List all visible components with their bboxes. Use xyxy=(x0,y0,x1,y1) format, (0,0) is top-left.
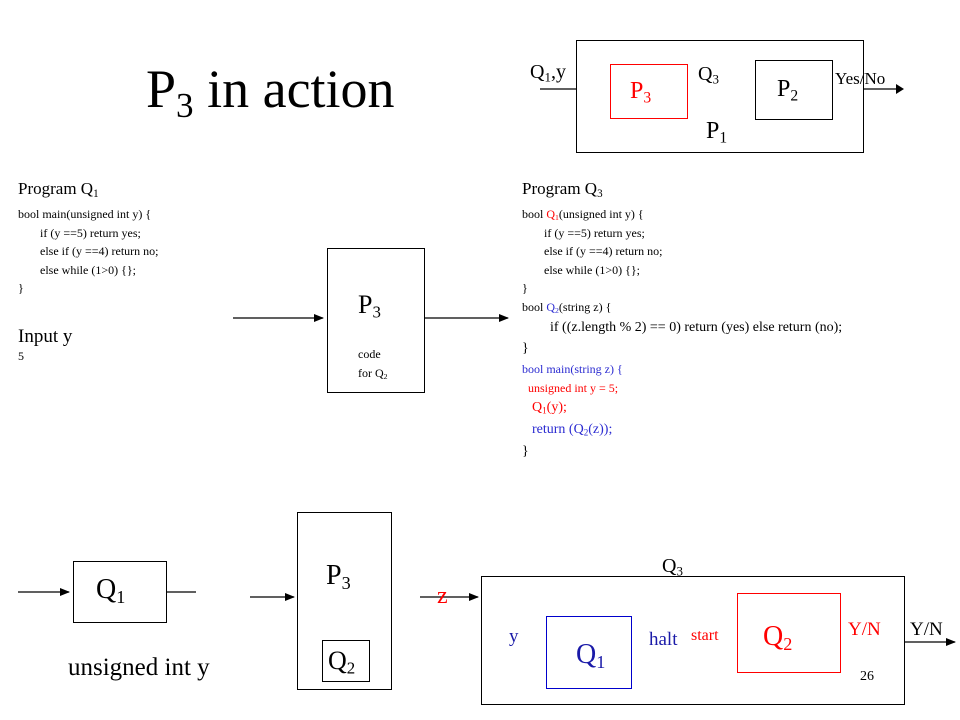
page-number: 26 xyxy=(860,669,874,684)
bottom-inner-q2-label: Q2 xyxy=(328,646,356,678)
z-label: z xyxy=(437,583,448,609)
input-y-value: 5 xyxy=(18,349,24,363)
middle-code-label: code xyxy=(358,347,381,361)
bottom-inner-q2-box xyxy=(322,640,370,682)
code-line: } xyxy=(522,341,529,357)
arrow-p2-out-head xyxy=(896,84,904,94)
middle-p3-box xyxy=(327,248,425,393)
yn-inner-label: Y/N xyxy=(848,619,881,640)
unsigned-int-y-caption: unsigned int y xyxy=(68,654,210,681)
bottom-p3-label: P3 xyxy=(326,560,351,594)
input-y-label: Input y xyxy=(18,326,73,347)
code-line: bool main(unsigned int y) { xyxy=(18,207,152,221)
program-q1-title: Program Q1 xyxy=(18,179,99,201)
middle-p3-label: P3 xyxy=(358,290,381,322)
code-line: return (Q2(z)); xyxy=(532,421,613,438)
code-line: if ((z.length % 2) == 0) return (yes) el… xyxy=(550,319,843,335)
bottom-q1-label: Q1 xyxy=(96,574,126,608)
program-q1-code: bool main(unsigned int y) { if (y ==5) r… xyxy=(18,205,159,298)
middle-code-for-q2: for Q2 xyxy=(358,366,388,382)
code-line: bool main(string z) { xyxy=(522,361,623,376)
top-p3-label: P3 xyxy=(630,78,652,107)
slide-title: P3 in action xyxy=(146,59,395,125)
q3-label: Q3 xyxy=(662,555,683,579)
code-line: } xyxy=(18,281,24,296)
code-line: if (y ==5) return yes; xyxy=(544,225,645,240)
yn-outer-label: Y/N xyxy=(910,619,943,640)
inner-q1-label: Q1 xyxy=(576,639,606,673)
code-line: unsigned int y = 5; xyxy=(528,380,619,395)
code-line: else while (1>0) {}; xyxy=(40,262,136,277)
halt-label: halt xyxy=(649,629,678,650)
y-input-label: y xyxy=(509,626,519,647)
program-q3-code: bool Q1(unsigned int y) { if (y ==5) ret… xyxy=(522,205,842,462)
top-q3-label: Q3 xyxy=(698,63,719,87)
p2-box-top xyxy=(755,60,833,120)
code-line: } xyxy=(522,443,529,459)
inner-q1-box xyxy=(546,616,632,689)
code-line: Q1(y); xyxy=(532,400,567,416)
p3-box-top xyxy=(610,64,688,119)
code-line: bool Q1(unsigned int y) { xyxy=(522,207,644,223)
top-p1-label: P1 xyxy=(706,118,728,147)
code-line: else while (1>0) {}; xyxy=(544,262,640,277)
code-line: else if (y ==4) return no; xyxy=(40,244,159,259)
program-q3-title: Program Q3 xyxy=(522,179,603,201)
top-input-label: Q1,y xyxy=(530,61,566,85)
code-line: } xyxy=(522,281,528,296)
code-line: else if (y ==4) return no; xyxy=(544,244,663,259)
code-line: if (y ==5) return yes; xyxy=(40,225,141,240)
top-p2-label: P2 xyxy=(777,76,799,105)
bottom-q1-box xyxy=(73,561,167,623)
inner-q2-label: Q2 xyxy=(763,621,793,655)
inner-q2-box xyxy=(737,593,841,673)
top-output-label: Yes/No xyxy=(835,69,886,88)
start-label: start xyxy=(691,627,719,644)
code-line: bool Q2(string z) { xyxy=(522,299,612,316)
